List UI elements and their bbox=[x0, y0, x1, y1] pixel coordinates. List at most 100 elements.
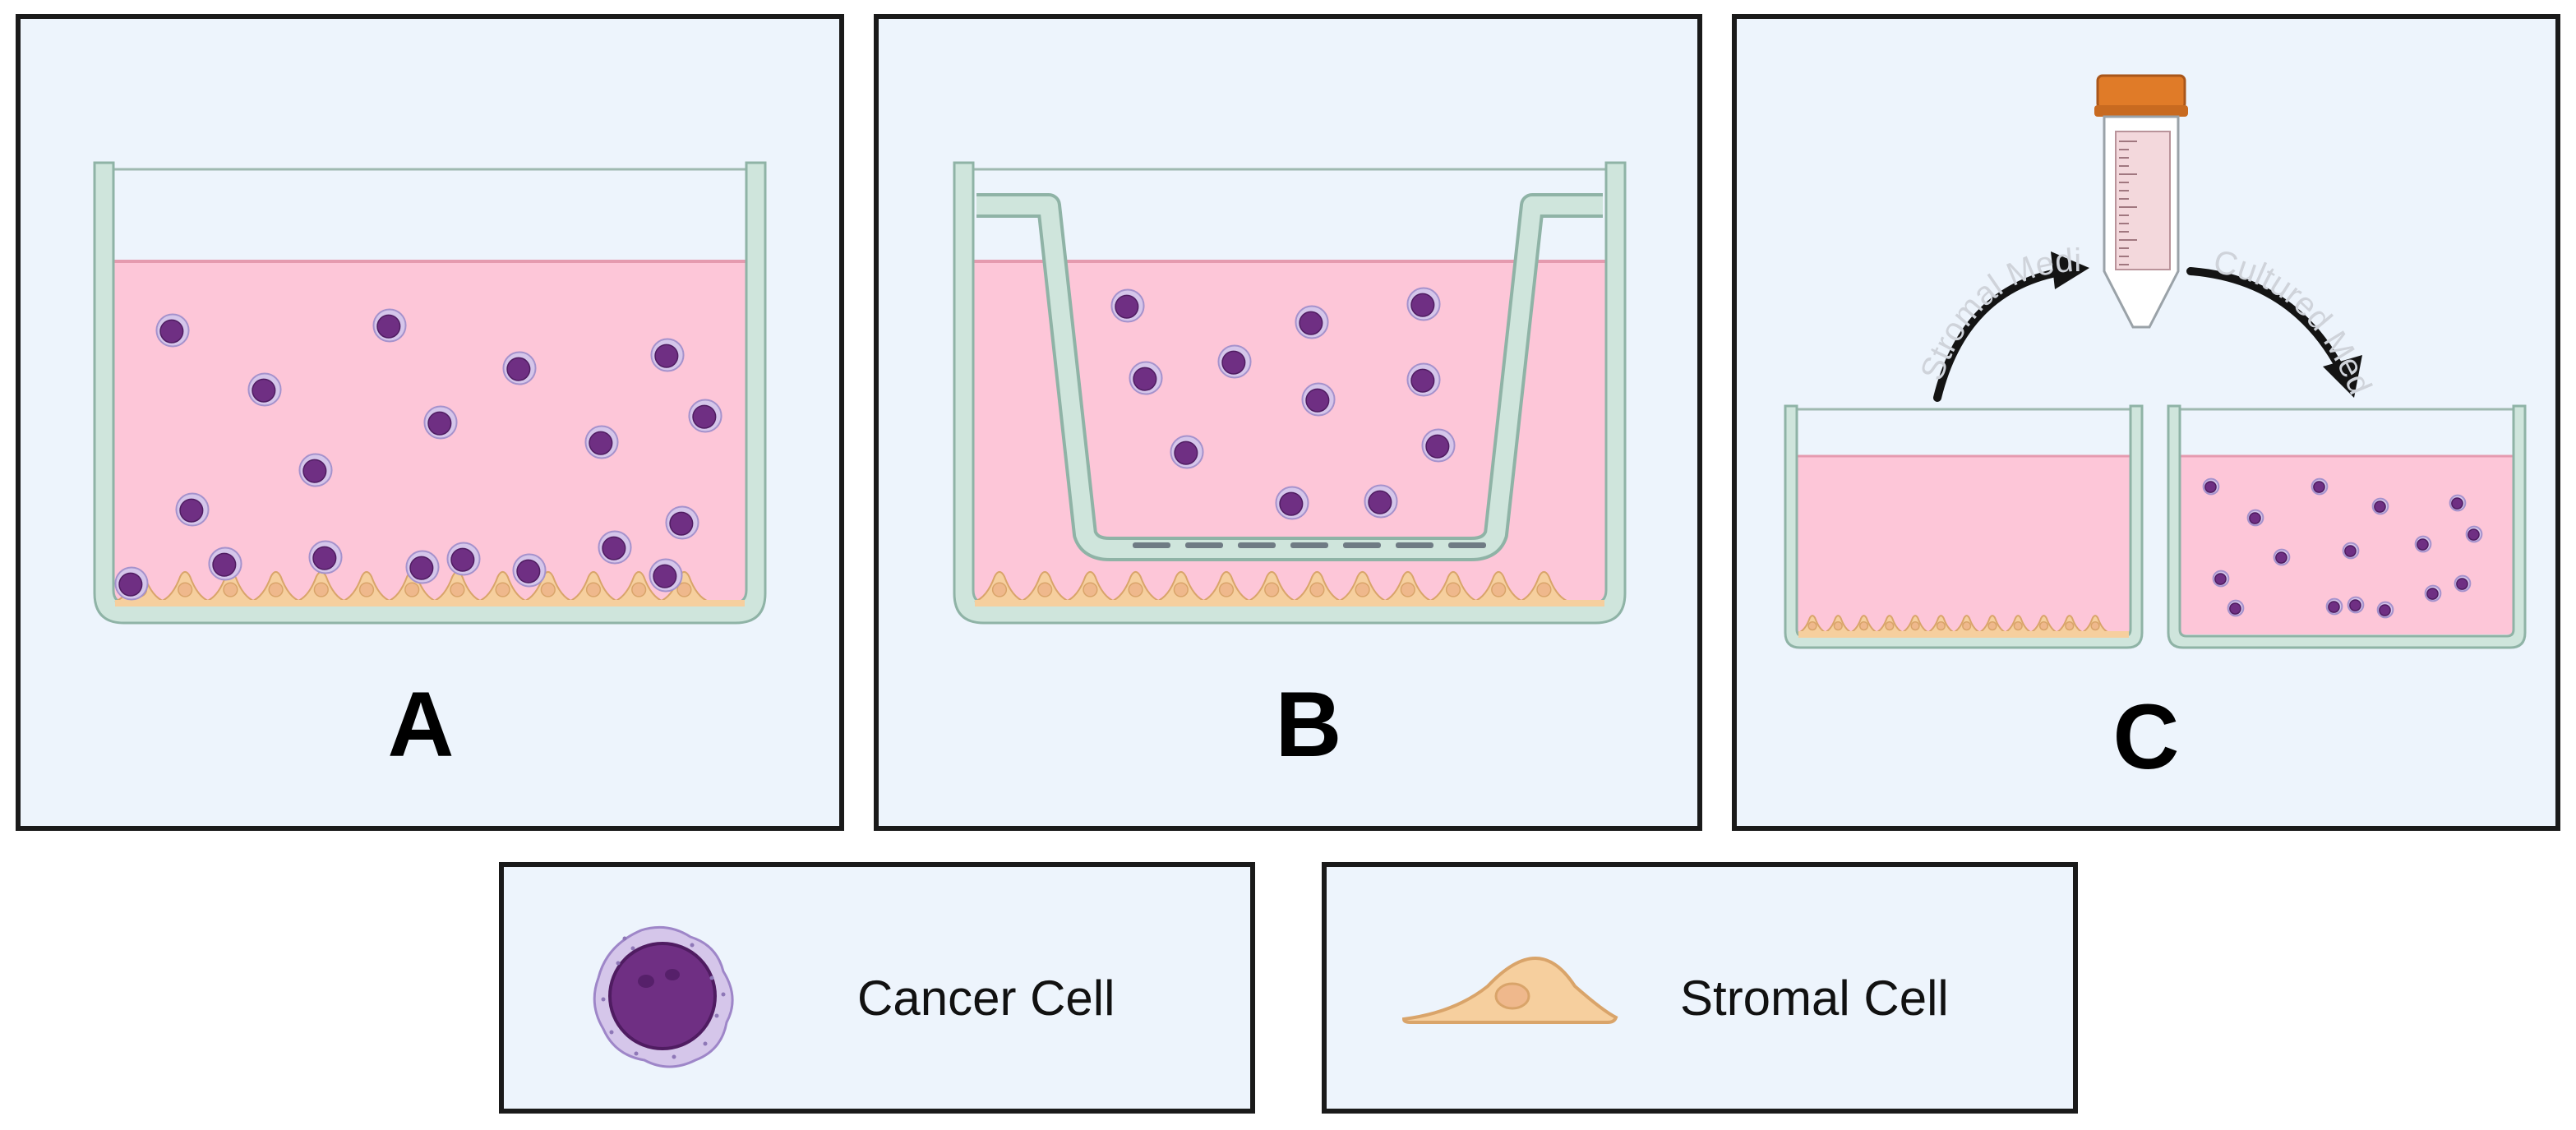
legend-stromal-label: Stromal Cell bbox=[1680, 971, 1949, 1026]
stromal-cell bbox=[1156, 570, 1207, 602]
stromal-cell bbox=[1473, 570, 1524, 602]
stromal-cell bbox=[1246, 570, 1297, 602]
stromal-cell bbox=[1383, 570, 1433, 602]
stromal-layer-b bbox=[974, 570, 1604, 607]
cancer-cell bbox=[502, 351, 537, 385]
cancer-cell bbox=[1301, 382, 1336, 417]
cancer-cell bbox=[405, 550, 440, 584]
stromal-cell bbox=[1201, 570, 1252, 602]
centrifuge-tube-icon bbox=[2094, 74, 2188, 329]
cancer-cells-b bbox=[1110, 287, 1456, 520]
stromal-cell bbox=[478, 570, 528, 602]
cancer-cell bbox=[423, 405, 458, 440]
stromal-cell bbox=[159, 570, 210, 602]
cancer-cell bbox=[2202, 477, 2220, 496]
stromal-cell bbox=[1823, 615, 1853, 634]
cancer-cell bbox=[372, 308, 407, 343]
cancer-cell bbox=[584, 425, 619, 459]
stromal-base bbox=[975, 600, 1604, 607]
membrane-pore bbox=[1396, 542, 1433, 548]
cancer-cell bbox=[1421, 428, 1456, 463]
cancer-cell bbox=[1217, 344, 1252, 379]
stromal-cell bbox=[1065, 570, 1115, 602]
stromal-cell bbox=[568, 570, 619, 602]
cancer-cell bbox=[1275, 486, 1309, 520]
cancer-cell bbox=[2212, 570, 2230, 588]
legend-stromal-cell: Stromal Cell bbox=[1322, 862, 2078, 1114]
panel-a-label: A bbox=[388, 673, 455, 776]
stromal-cell bbox=[341, 570, 392, 602]
cancer-cell bbox=[208, 547, 242, 581]
stromal-cell bbox=[659, 570, 709, 602]
cancer-cell-granules bbox=[601, 936, 726, 1059]
cancer-cell bbox=[649, 558, 683, 593]
membrane-pore bbox=[1448, 542, 1486, 548]
cancer-cell bbox=[650, 338, 685, 372]
media-c-left bbox=[1797, 456, 2131, 634]
stromal-cell bbox=[1849, 615, 1878, 634]
arrow-cultured-media-head-icon bbox=[2323, 355, 2362, 398]
cancer-cells-a bbox=[114, 308, 722, 601]
cancer-cell bbox=[512, 553, 547, 588]
cancer-cell bbox=[2424, 584, 2442, 602]
cancer-cell bbox=[247, 372, 282, 407]
membrane-pore bbox=[1133, 542, 1170, 548]
membrane-pore bbox=[1290, 542, 1328, 548]
membrane-pore bbox=[1185, 542, 1223, 548]
arrow-stromal-media-head-icon bbox=[2051, 251, 2089, 289]
cancer-cell bbox=[308, 540, 343, 574]
cancer-cell bbox=[2311, 477, 2329, 496]
stromal-cell bbox=[1978, 615, 2007, 634]
cancer-cell bbox=[2273, 548, 2291, 566]
cancer-cell-nucleus bbox=[608, 942, 717, 1050]
well-wall-c-right bbox=[2167, 404, 2527, 649]
cancer-cell bbox=[1170, 435, 1204, 469]
cancer-cell bbox=[1129, 361, 1163, 395]
stromal-cell bbox=[1900, 615, 1930, 634]
membrane-pore bbox=[1238, 542, 1276, 548]
stromal-cell bbox=[523, 570, 574, 602]
cancer-cell bbox=[2465, 525, 2483, 543]
legend-cancer-cell: Cancer Cell bbox=[499, 862, 1255, 1114]
panel-b-label: B bbox=[1276, 673, 1342, 776]
stromal-cell bbox=[1519, 570, 1569, 602]
tube-liquid bbox=[2115, 131, 2171, 270]
cancer-cell bbox=[2376, 601, 2394, 619]
stromal-cell bbox=[2055, 615, 2084, 634]
stromal-cell bbox=[251, 570, 301, 602]
tube-cap-band bbox=[2094, 105, 2188, 117]
stromal-cell bbox=[1110, 570, 1161, 602]
arrow-stromal-media bbox=[1933, 267, 2069, 402]
cancer-cell bbox=[2227, 599, 2245, 617]
insert-membrane bbox=[1133, 542, 1486, 548]
cancer-cell bbox=[2449, 494, 2467, 512]
insert-wall-fill bbox=[976, 196, 1603, 558]
cancer-cell bbox=[2414, 535, 2432, 553]
stromal-cell bbox=[1428, 570, 1479, 602]
cancer-cell-nucleolus bbox=[638, 975, 654, 988]
stromal-cell bbox=[1337, 570, 1387, 602]
cancer-cell bbox=[2342, 542, 2360, 560]
cancer-cell bbox=[2246, 509, 2264, 527]
stromal-cell bbox=[1292, 570, 1342, 602]
arrow-cultured-media bbox=[2186, 267, 2345, 374]
cancer-cell bbox=[446, 542, 481, 576]
legend-cancer-label: Cancer Cell bbox=[857, 971, 1115, 1026]
panel-b: B bbox=[874, 14, 1702, 831]
stromal-cell bbox=[386, 570, 437, 602]
cancer-cell bbox=[2454, 574, 2472, 593]
culture-well-c-left bbox=[1784, 404, 2144, 649]
cancer-cell bbox=[155, 313, 190, 348]
legend-stromal-frame bbox=[1322, 862, 2078, 1114]
cancer-cell bbox=[598, 530, 632, 565]
cancer-cell bbox=[665, 505, 699, 540]
cancer-cell bbox=[2371, 497, 2389, 515]
cancer-cells-c bbox=[2202, 477, 2483, 619]
stromal-base bbox=[115, 600, 745, 607]
stromal-cell bbox=[2003, 615, 2033, 634]
cancer-cell-nucleolus bbox=[665, 969, 680, 980]
stromal-cell bbox=[1952, 615, 1982, 634]
panel-c-label: C bbox=[2113, 685, 2180, 788]
stromal-layer-c bbox=[1798, 615, 2129, 638]
stromal-cell-nucleus bbox=[1494, 982, 1530, 1010]
